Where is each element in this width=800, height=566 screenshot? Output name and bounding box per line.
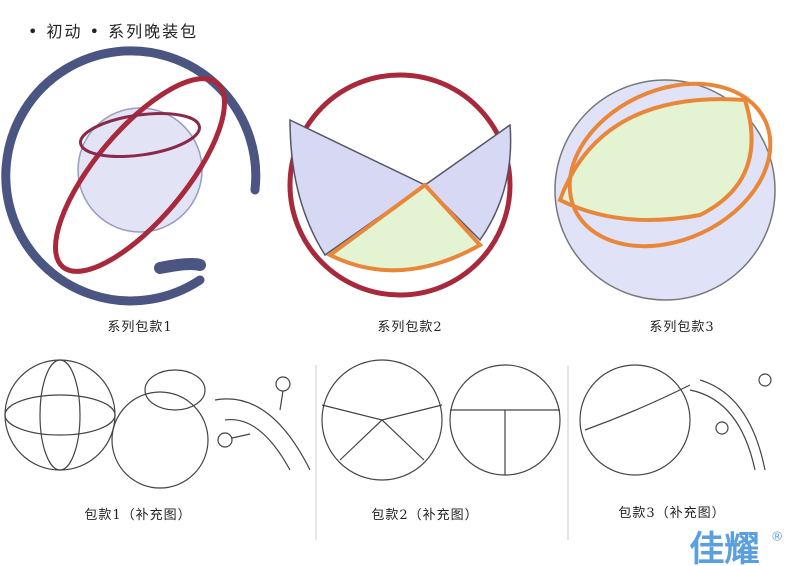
- caption-main-3: 系列包款3: [649, 320, 715, 335]
- caption-main-2: 系列包款2: [377, 320, 443, 335]
- bag-3-render: [554, 79, 776, 301]
- bag-1-render: [1, 46, 261, 306]
- caption-sub-3: 包款3（补充图）: [618, 506, 726, 521]
- bag-2-render: [287, 72, 513, 298]
- page-title: • 初动 • 系列晚装包: [28, 22, 199, 41]
- caption-sub-2: 包款2（补充图）: [371, 508, 479, 523]
- watermark-logo: 佳耀 ®: [689, 529, 784, 566]
- sketch-3: [579, 364, 772, 476]
- sketch-2: [321, 359, 561, 481]
- svg-text:®: ®: [771, 529, 784, 544]
- sketch-1: [4, 359, 311, 489]
- svg-text:佳耀: 佳耀: [689, 529, 759, 566]
- caption-main-1: 系列包款1: [107, 320, 173, 335]
- caption-sub-1: 包款1（补充图）: [84, 508, 192, 523]
